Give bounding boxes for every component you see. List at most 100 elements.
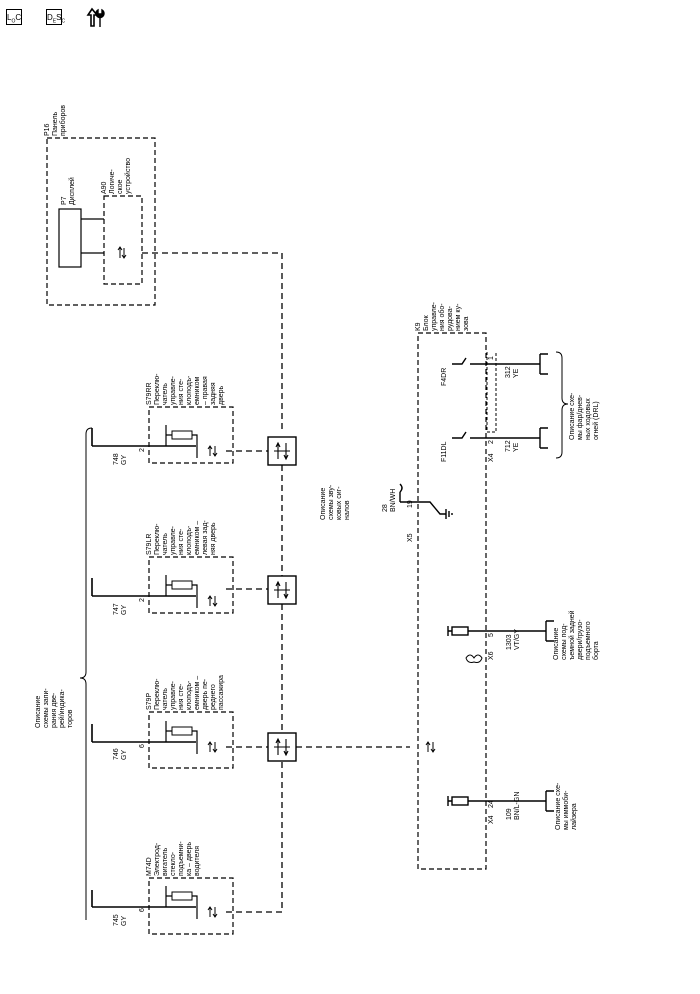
switch-arrows (207, 445, 218, 918)
window-ref-line: рания две- (51, 692, 58, 728)
w748-line: 748 (113, 453, 120, 465)
m74d-line: водителя (194, 846, 201, 876)
p16-outline (46, 137, 156, 306)
pin5-label: 5 (488, 633, 495, 637)
s79p-line: ния сте- (178, 683, 185, 710)
p16-line: приборов (59, 105, 67, 136)
s79rr-line: Переклю- (154, 373, 161, 405)
a90-label: A90Логиче-скоеустройство (101, 158, 132, 194)
w747-label: 747GY (113, 603, 128, 615)
a90-arrows (117, 246, 127, 259)
k9-line: K9 (415, 322, 422, 331)
s79lr-line: няя дверь (210, 522, 217, 555)
p16-line: Панель (52, 111, 59, 136)
chime-circuit (399, 483, 453, 519)
liftgate-ref-line: ъемной задней (568, 610, 576, 660)
w712-label: 712YE (505, 440, 520, 452)
window-ref-line: рей/индика- (58, 688, 66, 728)
p7-label: P7Дисплей (61, 177, 76, 205)
k9-line: зова (463, 316, 470, 331)
w745-line: GY (121, 916, 128, 926)
s79lr-label: S79LRПереклю-чательуправле-ния сте-клопо… (146, 520, 217, 555)
drl-ref-label: Описание схе-мы фар/днев-ных ходовыхогне… (569, 392, 600, 440)
p16-line: P16 (44, 123, 51, 136)
w746-line: GY (121, 750, 128, 760)
pin2b-label: 2 (139, 448, 146, 452)
s79p-line: клоподъ- (186, 680, 193, 710)
description-icon-end: C (61, 18, 66, 25)
f4dr-label: F4DR (441, 368, 448, 386)
x5-label: X5 (407, 533, 414, 542)
w746-label: 746GY (113, 748, 128, 760)
m74d-line: M74D (146, 857, 153, 876)
location-icon-letter: L (7, 13, 12, 22)
s79rr-label: S79RRПереклю-чательуправле-ния сте-клопо… (146, 373, 225, 405)
s79lr-line: управле- (170, 525, 177, 555)
chime-ref-line: схемы зву- (328, 484, 335, 520)
description-icon-letter: D (47, 13, 53, 22)
description-icon[interactable]: DESC (46, 9, 66, 25)
data-dashed-lines (226, 450, 410, 913)
pin2k-label: 2 (488, 440, 495, 444)
k9-outline (417, 332, 487, 870)
location-icon[interactable]: LOC (6, 9, 22, 25)
liftgate-ref-line: борта (592, 641, 600, 660)
w1303-line: 1303 (506, 634, 513, 650)
wrench-arrows-icon[interactable] (86, 6, 110, 30)
w312-label: 312YE (505, 366, 520, 378)
s79p-line: чатель (162, 688, 169, 710)
chime-ref-line: налов (344, 500, 351, 520)
liftgate-ref-line: Описание (553, 628, 560, 660)
description-icon-sub: E (52, 18, 57, 25)
k9-line: управле- (431, 301, 438, 331)
s79lr-line: S79LR (146, 534, 153, 555)
w745-line: 745 (113, 914, 120, 926)
a90-outline (103, 195, 143, 285)
k9-arrows (425, 741, 436, 753)
w1303-label: 1303VT/GY (506, 629, 521, 650)
w312-line: 312 (505, 366, 512, 378)
drl-ref-line: Описание схе- (569, 392, 576, 440)
w109-line: BN/L-GN (514, 792, 521, 820)
drl-outputs (452, 353, 548, 449)
w748-label: 748GY (113, 453, 128, 465)
w28-line: BN/WH (390, 489, 397, 512)
w747-line: 747 (113, 603, 120, 615)
s79lr-line: левая зад- (202, 520, 209, 555)
description-icon-mid: S (56, 13, 62, 22)
m74d-line: ка – дверь (186, 842, 193, 876)
liftgate-ref-label: Описаниесхемы под-ъемной заднейдвери/гру… (553, 610, 600, 660)
splice-arrows (274, 441, 290, 757)
p16-label: P16Панельприборов (44, 105, 67, 136)
pin24-label: 24 (488, 800, 495, 808)
a90-line: Логиче- (109, 169, 116, 194)
s79rr-line: управле- (170, 375, 177, 405)
s79p-line: емником – (194, 676, 201, 710)
switch-contact-leads (165, 425, 198, 919)
pin19-label: 19 (407, 500, 414, 508)
s79lr-line: емником – (194, 521, 201, 555)
pin1k-label: 1 (488, 356, 495, 360)
s79rr-line: емником (194, 376, 201, 405)
p7-line: P7 (61, 196, 68, 205)
immo-ref-line: мы иммоби- (562, 790, 570, 830)
chime-ref-line: Описание (320, 488, 327, 520)
p7-line: Дисплей (68, 177, 76, 205)
s79rr-line: дверь (218, 385, 225, 405)
k9-line: Блок (423, 314, 430, 331)
location-icon-end: C (15, 13, 22, 22)
a90-line: ское (117, 179, 124, 194)
w28-label: 28BN/WH (382, 489, 397, 512)
w712-line: YE (513, 442, 520, 452)
s79lr-line: клоподъ- (186, 525, 193, 555)
s79rr-line: задняя (210, 382, 217, 405)
switch-boxes (148, 406, 234, 935)
s79rr-line: чатель (162, 383, 169, 405)
pin2a-label: 2 (139, 598, 146, 602)
f11dl-label: F11DL (441, 441, 448, 462)
w109-label: 109BN/L-GN (506, 792, 521, 820)
w746-line: 746 (113, 748, 120, 760)
liftgate-ref-line: двери/грузо- (577, 619, 584, 660)
immobilizer-circuit (447, 790, 554, 812)
